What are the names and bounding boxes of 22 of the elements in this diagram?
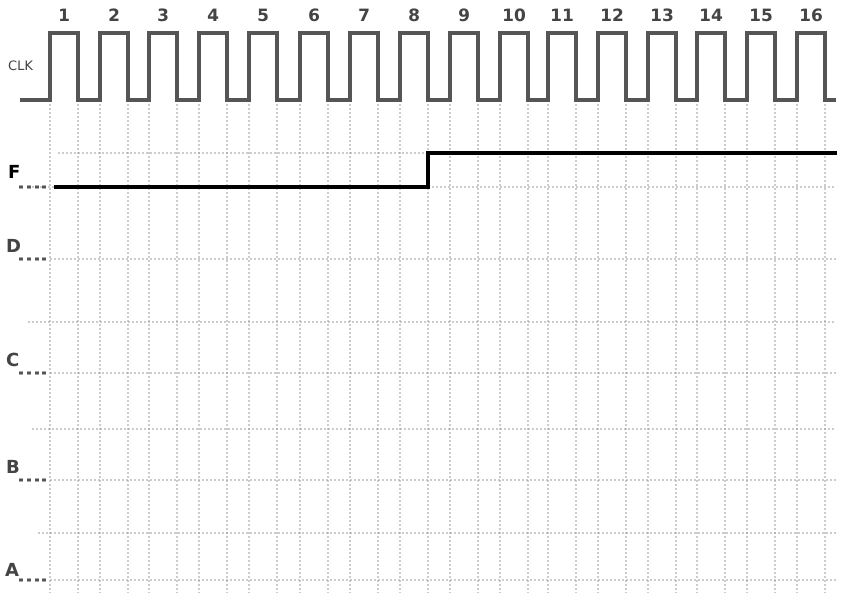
clock-number: 10 <box>502 8 526 25</box>
clock-number: 14 <box>699 8 723 25</box>
clock-number: 6 <box>308 8 320 25</box>
clock-number: 2 <box>108 8 120 25</box>
clock-number: 8 <box>408 8 420 25</box>
clock-number: 5 <box>257 8 269 25</box>
signal-name: A <box>5 562 19 580</box>
signal-name: D <box>6 238 21 256</box>
clock-number: 4 <box>207 8 219 25</box>
signal-name: B <box>6 459 20 477</box>
signal-name: CLK <box>8 60 33 73</box>
signal-name: C <box>6 352 20 370</box>
clock-number: 13 <box>650 8 674 25</box>
clock-number: 3 <box>157 8 169 25</box>
clock-number: 1 <box>58 8 70 25</box>
clock-number: 15 <box>749 8 773 25</box>
clock-number: 12 <box>600 8 624 25</box>
signal-name: F <box>8 164 20 182</box>
clock-number: 16 <box>799 8 823 25</box>
clock-number: 7 <box>358 8 370 25</box>
clock-number: 9 <box>458 8 470 25</box>
clock-number: 11 <box>550 8 574 25</box>
